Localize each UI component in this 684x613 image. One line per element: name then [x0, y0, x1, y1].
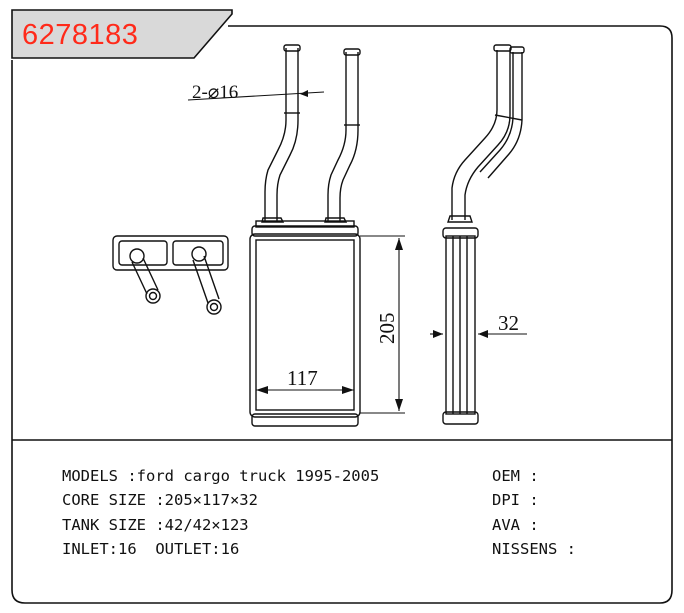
side-view: [442, 44, 525, 425]
oem-label: OEM :: [492, 467, 539, 485]
width-dimension: [256, 386, 354, 394]
title-tab: [11, 9, 233, 59]
outer-frame: [11, 25, 673, 604]
height-dim-label: 205: [375, 313, 399, 345]
ava-label: AVA :: [492, 516, 539, 534]
inlet-outlet-text: INLET:16 OUTLET:16: [62, 540, 240, 558]
nissens-label: NISSENS :: [492, 540, 576, 558]
front-view: [249, 44, 361, 427]
pipe-dimension: [187, 90, 325, 101]
depth-dimension: [430, 330, 527, 338]
depth-dim-label: 32: [498, 311, 519, 335]
part-number-title: 6278183: [22, 19, 139, 51]
dpi-label: DPI :: [492, 491, 539, 509]
pipe-dim-label: 2-⌀16: [192, 82, 238, 103]
width-dim-label: 117: [287, 366, 318, 390]
tank-size-text: TANK SIZE :42/42×123: [62, 516, 249, 534]
models-text: MODELS :ford cargo truck 1995-2005: [62, 467, 380, 485]
height-dimension: [360, 235, 405, 414]
top-detail-view: [112, 235, 229, 315]
core-size-text: CORE SIZE :205×117×32: [62, 491, 258, 509]
